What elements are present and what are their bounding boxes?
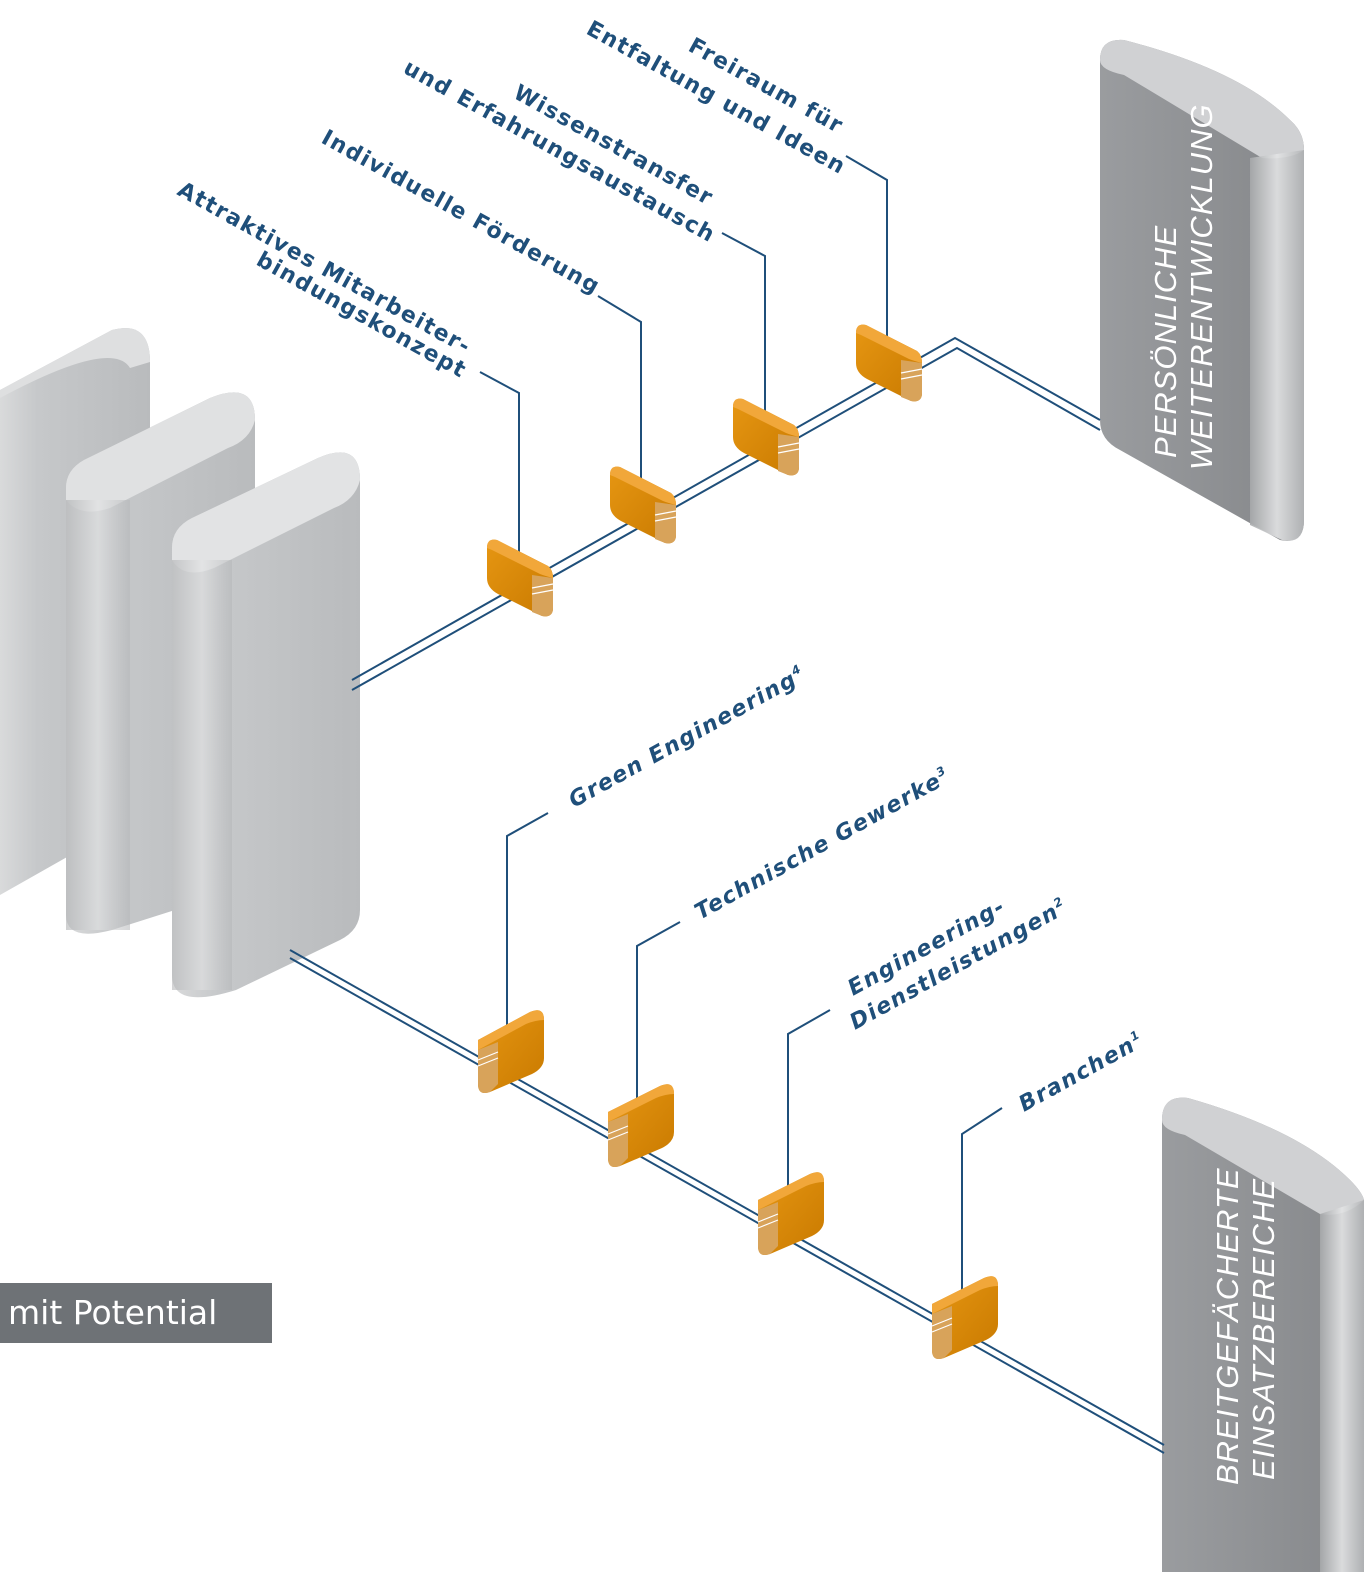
block-green-engineering	[477, 1010, 544, 1093]
leader-engineering-dienstleistungen	[787, 1009, 831, 1195]
pillar-front	[172, 452, 360, 998]
block-wissenstransfer	[733, 398, 800, 476]
pillar-top-title-line-2: WEITERENTWICKLUNG	[1184, 103, 1219, 470]
potential-badge: mit Potential	[0, 1283, 272, 1343]
label-mitarbeiterbindung-line-2: bindungskonzept	[252, 247, 471, 383]
block-mitarbeiterbindung	[487, 539, 554, 617]
block-technische-gewerke	[607, 1084, 674, 1167]
leader-wissenstransfer	[721, 232, 766, 415]
upper-labels: Attraktives Mitarbeiter- bindungskonzept…	[173, 16, 850, 383]
pillar-bottom-title-line-2: EINSATZBEREICHE	[1246, 1178, 1281, 1480]
leader-branchen	[961, 1107, 1003, 1295]
pillar-top-title-line-1: PERSÖNLICHE	[1148, 225, 1183, 458]
block-foerderung	[610, 466, 677, 544]
lower-labels: Green Engineering4 Technische Gewerke3 E…	[564, 661, 1148, 1117]
block-engineering-dienstleistungen	[757, 1172, 824, 1255]
leader-mitarbeiterbindung	[479, 371, 520, 556]
label-branchen: Branchen1	[1014, 1027, 1148, 1117]
left-pillar-stack	[0, 328, 360, 998]
label-green-engineering-text: Green Engineering	[565, 667, 802, 813]
leader-freiraum	[845, 155, 888, 342]
pillar-breitgefaecherte-einsatzbereiche: BREITGEFÄCHERTE EINSATZBEREICHE	[1162, 1097, 1364, 1572]
leader-foerderung	[597, 295, 642, 483]
leader-technische-gewerke	[636, 921, 681, 1105]
block-branchen	[931, 1276, 998, 1359]
upper-blocks	[487, 324, 923, 617]
block-freiraum	[856, 324, 923, 402]
pillar-persoenliche-weiterentwicklung: PERSÖNLICHE WEITERENTWICKLUNG	[1100, 39, 1304, 541]
lower-blocks	[477, 1010, 998, 1359]
upper-connector	[351, 336, 1101, 691]
leader-green-engineering	[506, 812, 549, 1030]
label-technische-gewerke-text: Technische Gewerke	[691, 768, 946, 925]
leader-lines	[479, 155, 1003, 1295]
label-green-engineering: Green Engineering4	[564, 661, 810, 813]
lower-connector	[289, 949, 1165, 1454]
pillar-bottom-title-line-1: BREITGEFÄCHERTE	[1210, 1167, 1245, 1485]
connector-lines	[289, 336, 1165, 1454]
label-technische-gewerke: Technische Gewerke3	[690, 763, 955, 925]
label-branchen-text: Branchen	[1015, 1033, 1140, 1118]
